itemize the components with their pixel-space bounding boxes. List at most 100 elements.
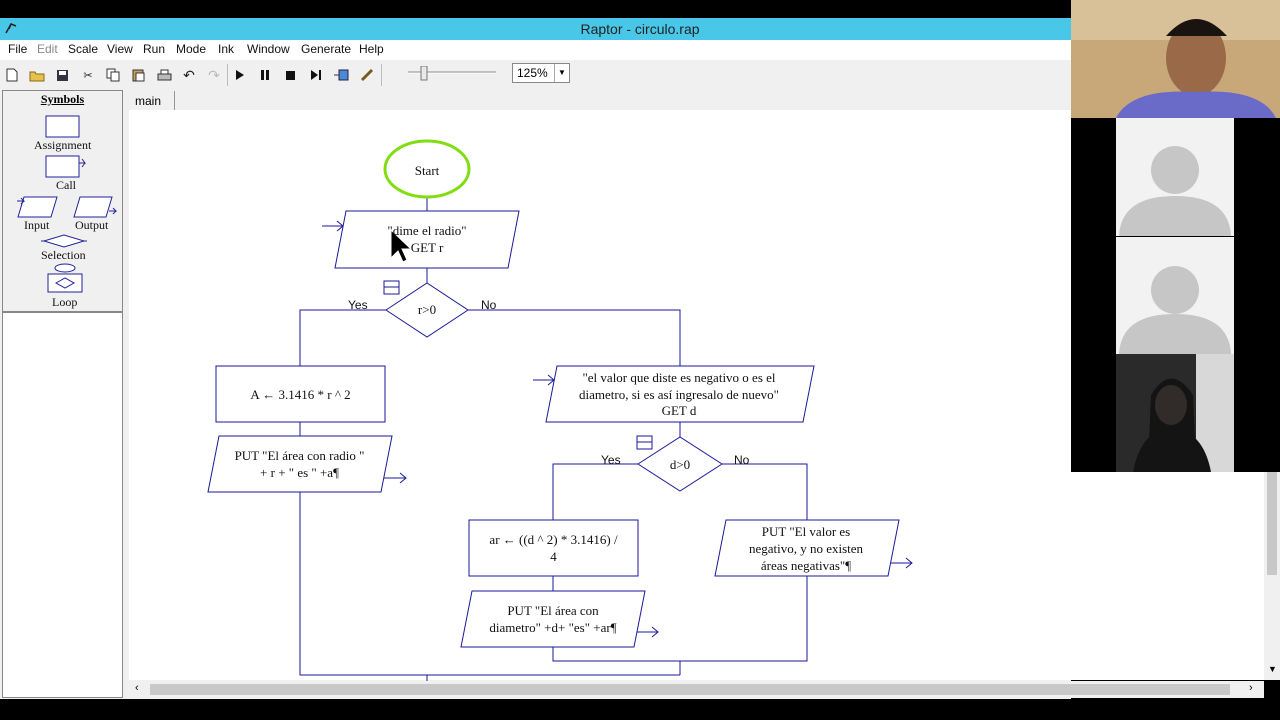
symbols-palette: Symbols Assignment Call Input Output Sel… [2,90,123,312]
zoom-select[interactable]: 125% ▼ [512,63,570,83]
raptor-app-icon [5,23,17,34]
participant-video-1 [1071,0,1280,118]
output-box-negative [714,519,900,577]
speed-slider[interactable] [404,66,500,84]
left-panel: Symbols Assignment Call Input Output Sel… [0,90,125,700]
flowchart-diagram [207,139,913,682]
menu-view[interactable]: View [107,42,133,56]
cond2-yes-label: Yes [601,453,621,467]
tab-main[interactable]: main [130,91,175,110]
menu-mode[interactable]: Mode [176,42,207,56]
cond1-expr: r>0 [417,302,437,317]
assignment-box-area [215,365,386,423]
window-title: Raptor - circulo.rap [580,21,700,37]
redo-icon[interactable]: ↷ [208,66,220,83]
stop-icon[interactable] [280,65,300,85]
toolbar: ✂ ↶ ↷ 125% ▼ [0,60,1280,91]
loop-symbol-icon[interactable] [44,263,86,295]
assignment-box-ar [468,519,639,577]
cond1-yes-label: Yes [348,298,368,312]
zoom-value: 125% [517,66,548,80]
flow-line [552,463,638,520]
call-label: Call [56,178,76,192]
flow-line [722,463,808,520]
menu-edit[interactable]: Edit [37,42,58,56]
menu-scale[interactable]: Scale [68,42,99,56]
output-arrow [384,472,407,484]
collapse-icon [383,280,400,295]
input-box-radio [334,210,520,269]
output-arrow [890,557,913,569]
start-label: Start [414,163,440,178]
menu-bar: File Edit Scale View Run Mode Ink Window… [0,40,1280,60]
cond2-no-label: No [734,453,750,467]
input-arrow [322,220,344,232]
output3-line3: áreas negativas"¶ [760,558,852,573]
output-symbol-icon[interactable] [73,195,119,219]
participant-video-4 [1116,354,1234,472]
output3-line2: negativo, y no existen [748,541,864,556]
scroll-left-icon[interactable]: ‹ [135,682,139,694]
menu-window[interactable]: Window [247,42,290,56]
menu-ink[interactable]: Ink [218,42,235,56]
new-file-icon[interactable] [2,65,22,85]
flow-line [299,309,386,366]
assign1-text: A ← 3.1416 * r ^ 2 [250,387,351,402]
input1-prompt: "dime el radio" [387,223,467,238]
input1-get: GET r [410,240,444,255]
save-icon[interactable] [52,65,72,85]
selection-symbol-icon[interactable] [40,234,88,248]
scroll-right-icon[interactable]: › [1249,682,1253,694]
mouse-cursor [390,228,413,263]
copy-icon[interactable] [103,65,123,85]
input-symbol-icon[interactable] [15,195,59,219]
selection-label: Selection [41,248,86,262]
symbols-title: Symbols [40,92,85,106]
menu-help[interactable]: Help [359,42,384,56]
step-icon[interactable] [306,65,326,85]
input2-line2: diametro, si es así ingresalo de nuevo" [579,387,779,402]
video-call-panel [1071,0,1280,472]
selection-diamond-2 [637,436,723,492]
undo-icon[interactable]: ↶ [183,66,195,83]
scroll-down-icon[interactable]: ▼ [1268,664,1277,674]
horizontal-scroll-thumb[interactable] [150,684,1230,695]
ink-pen-icon[interactable] [357,65,377,85]
output1-line2: + r + " es " +a¶ [260,465,339,480]
menu-run[interactable]: Run [143,42,166,56]
menu-generate[interactable]: Generate [301,42,352,56]
pause-icon[interactable] [255,65,275,85]
open-folder-icon[interactable] [27,65,47,85]
output2-line2: diametro" +d+ "es" +ar¶ [489,620,617,635]
cond1-no-label: No [481,298,497,312]
collapse-icon [636,435,653,450]
status-bar [0,699,1280,720]
output3-line1: PUT "El valor es [761,524,851,539]
output-box-ar [460,590,646,648]
flow-line [299,492,680,676]
cond2-expr: d>0 [669,457,691,472]
participant-avatar-2 [1116,118,1234,236]
input-box-diametro [545,365,815,423]
output1-line1: PUT "El área con radio " [234,448,365,463]
output-arrow [636,626,659,638]
video-participants [1071,0,1280,472]
chevron-down-icon[interactable]: ▼ [554,64,569,82]
variables-panel [2,312,123,698]
menu-file[interactable]: File [8,42,28,56]
output-box-area [207,435,393,493]
play-icon[interactable] [230,65,250,85]
call-symbol-icon[interactable] [45,155,91,179]
cut-icon[interactable]: ✂ [83,69,93,82]
assign2-line1: ar ← ((d ^ 2) * 3.1416) / [489,532,618,547]
assignment-symbol-icon[interactable] [45,115,81,139]
print-icon[interactable] [154,65,174,85]
test-server-icon[interactable] [331,65,351,85]
paste-icon[interactable] [128,65,148,85]
participant-avatar-3 [1116,237,1234,354]
assign2-line2: 4 [550,549,557,564]
flow-line [468,309,681,366]
title-bar: Raptor - circulo.rap [0,18,1280,40]
input2-line1: "el valor que diste es negativo o es el [582,370,776,385]
assignment-label: Assignment [34,138,92,152]
